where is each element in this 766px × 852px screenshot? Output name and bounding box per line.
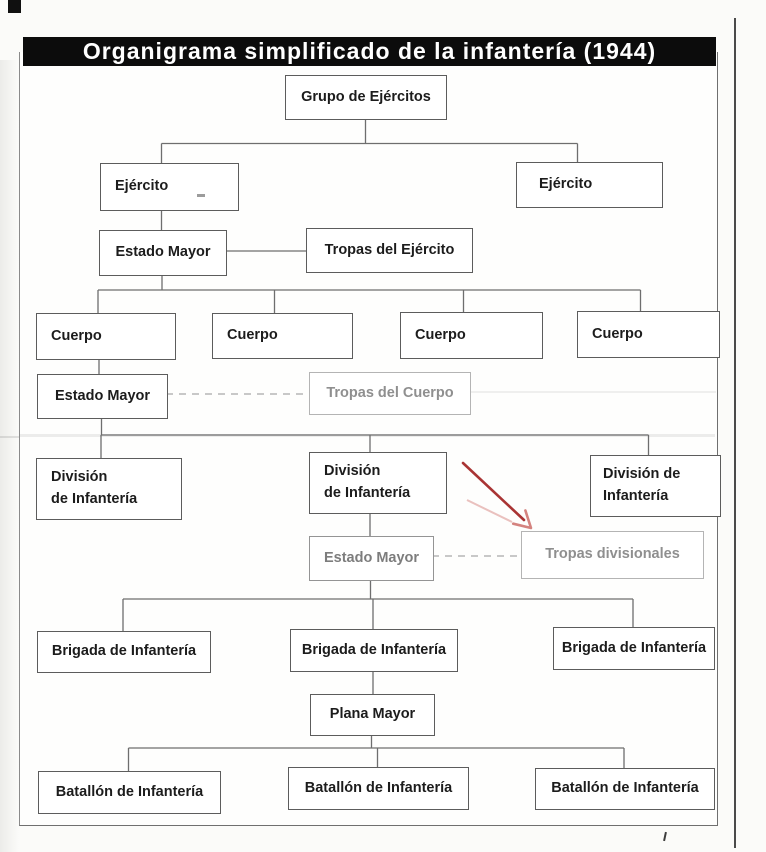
box-brigada-3: Brigada de Infantería [553,627,715,670]
box-cuerpo-3: Cuerpo [400,312,543,359]
scan-streak-margin [0,436,19,438]
connector-estado-mayor-to-cuerpos [97,274,642,313]
box-cuerpo-1: Cuerpo [36,313,176,360]
box-estado-mayor-cuerpo: Estado Mayor [37,374,168,419]
box-batallon-1: Batallón de Infantería [38,771,221,814]
box-batallon-2: Batallón de Infantería [288,767,469,810]
connector-grupo-to-ejercitos [160,118,579,163]
red-arrow-head [511,509,533,530]
scan-streak-right [470,391,716,393]
box-division-3: División de Infantería [590,455,721,517]
connector-estado-mayor-to-divisiones [100,417,650,458]
scan-smudge-dash [197,194,205,197]
box-cuerpo-2: Cuerpo [212,313,353,359]
box-ejercito-derecho: Ejército [516,162,663,208]
scan-page-edge-line [734,18,736,848]
box-division-1: División de Infantería [36,458,182,520]
box-plana-mayor: Plana Mayor [310,694,435,736]
connector-estado-mayor-to-brigadas [122,579,634,631]
box-estado-mayor-ejercito: Estado Mayor [99,230,227,276]
box-grupo-de-ejercitos: Grupo de Ejércitos [285,75,447,120]
box-brigada-2: Brigada de Infantería [290,629,458,672]
box-division-2: División de Infantería [309,452,447,514]
box-tropas-divisionales: Tropas divisionales [521,531,704,579]
connector-plana-mayor-to-batallones [127,734,625,771]
box-tropas-del-ejercito: Tropas del Ejército [306,228,473,273]
red-arrow-echo [466,499,513,523]
box-batallon-3: Batallón de Infantería [535,768,715,810]
chart-title-bar: Organigrama simplificado de la infanterí… [23,37,716,66]
box-tropas-del-cuerpo: Tropas del Cuerpo [309,372,471,415]
box-ejercito-izquierdo: Ejército [100,163,239,211]
box-estado-mayor-division: Estado Mayor [309,536,434,581]
box-brigada-1: Brigada de Infantería [37,631,211,673]
chart-title: Organigrama simplificado de la infanterí… [82,38,657,64]
scan-streak-horizontal [20,434,715,437]
box-cuerpo-4: Cuerpo [577,311,720,358]
scan-left-margin-shade [0,60,19,852]
red-arrow-shaft [461,461,526,522]
scan-corner-notch [8,0,21,13]
